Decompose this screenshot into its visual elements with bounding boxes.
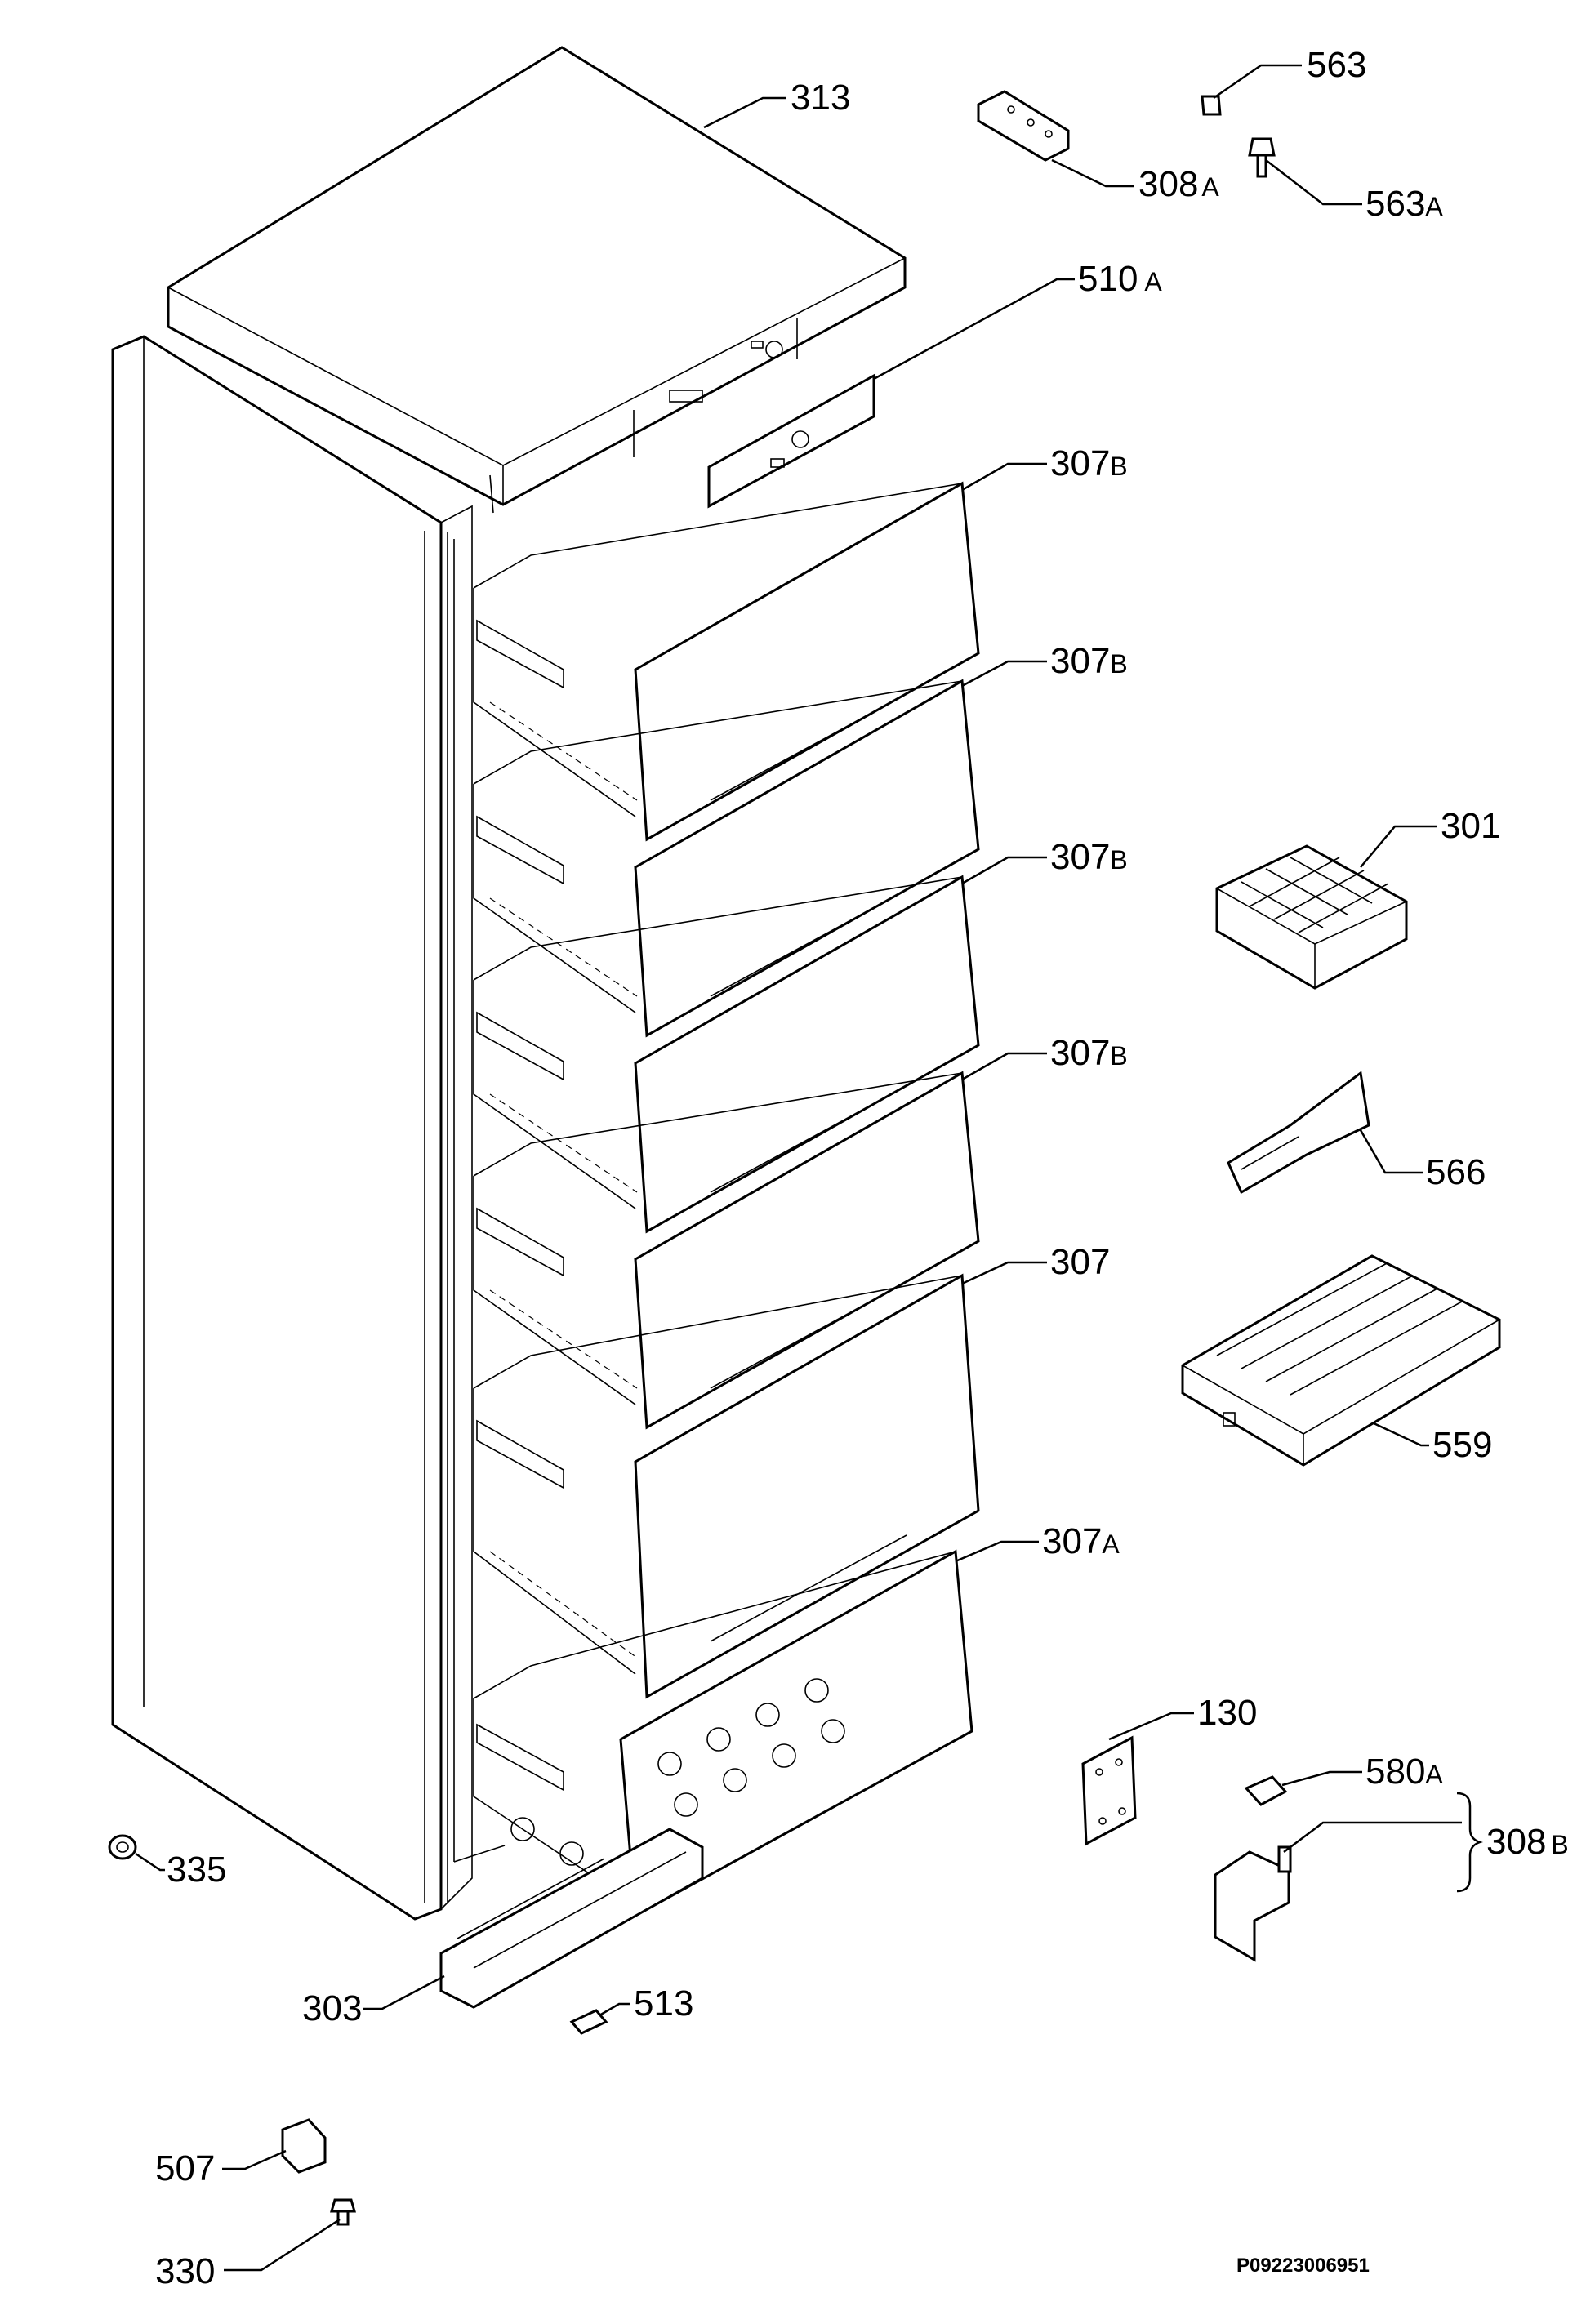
plinth-303: [439, 1828, 704, 2009]
drawers: [473, 481, 980, 1918]
bracket-308B: [1456, 1792, 1483, 1893]
clip-507: [281, 2118, 327, 2174]
callout-307B-4: 307B: [1050, 1033, 1128, 1073]
callout-563A: 563A: [1365, 184, 1443, 224]
callout-307B-3: 307B: [1050, 837, 1128, 877]
callout-303: 303: [302, 1988, 362, 2028]
screw-330: [330, 2198, 356, 2226]
drawer-307: [473, 1273, 980, 1699]
control-panel-510A: [707, 373, 875, 509]
leader-lines: [135, 64, 1462, 2272]
callout-307: 307: [1050, 1242, 1110, 1282]
callout-307B-1: 307B: [1050, 443, 1128, 483]
cabinet-body: [111, 335, 506, 1921]
top-cover-313: [167, 46, 907, 514]
plate-130: [1081, 1735, 1137, 1846]
drawer-307B-4: [473, 1071, 980, 1430]
callout-566: 566: [1426, 1152, 1486, 1192]
callout-313: 313: [791, 78, 850, 118]
drawer-307B-2: [473, 679, 980, 1038]
drawer-307B-3: [473, 875, 980, 1234]
tray-559: [1181, 1254, 1501, 1467]
callout-301: 301: [1441, 806, 1500, 846]
ice-scraper-566: [1227, 1071, 1370, 1195]
drawer-307B-1: [473, 481, 980, 842]
callout-513: 513: [634, 1983, 693, 2023]
hinge-308B: [1214, 1845, 1292, 1962]
callout-307A: 307A: [1042, 1521, 1120, 1561]
pin-563A: [1248, 137, 1276, 178]
callout-335: 335: [167, 1850, 226, 1890]
document-code: P09223006951: [1236, 2255, 1370, 2277]
callout-563: 563: [1307, 45, 1366, 85]
screw-563: [1201, 95, 1222, 116]
callout-580A: 580A: [1365, 1752, 1443, 1792]
callout-130: 130: [1197, 1693, 1257, 1733]
clip-513: [569, 2009, 608, 2035]
hinge-308A: [977, 90, 1070, 162]
cap-580A: [1244, 1775, 1288, 1806]
callout-559: 559: [1432, 1425, 1492, 1465]
callout-330: 330: [155, 2251, 215, 2291]
foot-335: [108, 1834, 137, 1860]
ice-tray-301: [1215, 844, 1408, 990]
callout-307B-2: 307B: [1050, 641, 1128, 681]
callout-507: 507: [155, 2148, 215, 2188]
drawer-307A-grid: [510, 1678, 845, 1866]
